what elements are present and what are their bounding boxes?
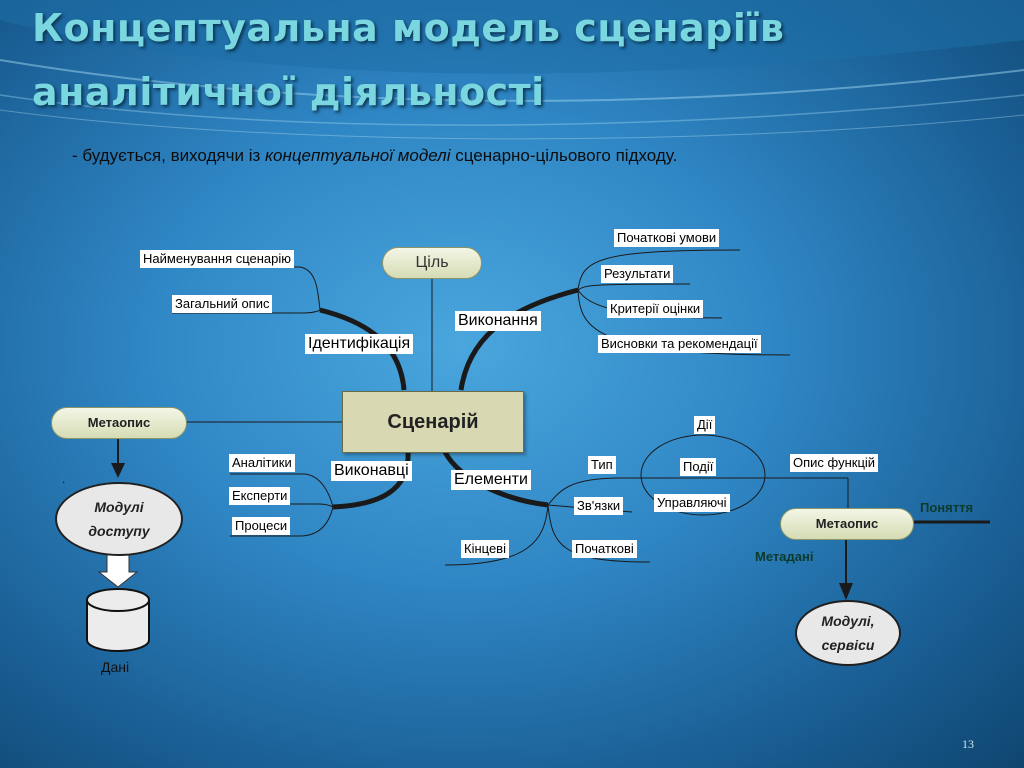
label-concepts: Поняття bbox=[920, 500, 974, 515]
label-processes: Процеси bbox=[232, 517, 291, 535]
label-initial: Початкові bbox=[572, 540, 637, 558]
modules-services-node: Модулі, сервіси bbox=[795, 600, 901, 666]
label-scenario-name: Найменування сценарію bbox=[140, 250, 295, 268]
type-values-group bbox=[640, 434, 766, 516]
branch-execution-label: Виконання bbox=[455, 311, 541, 331]
hollow-arrow-down bbox=[97, 554, 139, 588]
metaopys-right-node: Метаопис bbox=[780, 508, 914, 540]
slide-subtitle: - будується, виходячи із концептуальної … bbox=[72, 146, 678, 165]
goal-node: Ціль bbox=[382, 247, 482, 279]
branch-elements-label: Елементи bbox=[451, 470, 531, 490]
header-wave-decoration bbox=[0, 0, 1024, 140]
slide-title-line2: аналітичної діяльності bbox=[32, 70, 545, 114]
label-links: Зв'язки bbox=[574, 497, 624, 515]
label-conclusions: Висновки та рекомендації bbox=[598, 335, 761, 353]
branch-performers-label: Виконавці bbox=[331, 461, 412, 481]
label-experts: Експерти bbox=[229, 487, 291, 505]
label-controlling: Управляючі bbox=[654, 494, 730, 512]
label-analysts: Аналітики bbox=[229, 454, 295, 472]
scenario-center-node: Сценарій bbox=[342, 391, 524, 453]
stray-dot: . bbox=[62, 472, 66, 486]
label-results: Результати bbox=[601, 265, 674, 283]
metaopys-left-node: Метаопис bbox=[51, 407, 187, 439]
branch-execution-line bbox=[458, 287, 579, 391]
page-number: 13 bbox=[962, 737, 974, 751]
arrow-down-right-head bbox=[839, 583, 853, 600]
label-initial-conditions: Початкові умови bbox=[614, 229, 720, 247]
modules-access-node: Модулі доступу bbox=[55, 482, 183, 556]
label-evaluation-criteria: Критерії оцінки bbox=[607, 300, 704, 318]
arrow-down-left-head bbox=[111, 463, 125, 478]
slide-title-line1: Концептуальна модель сценаріїв bbox=[32, 6, 785, 50]
label-general-description: Загальний опис bbox=[172, 295, 273, 313]
label-type: Тип bbox=[588, 456, 616, 474]
label-actions: Дії bbox=[694, 416, 716, 434]
label-metadata: Метадані bbox=[755, 549, 814, 564]
database-icon bbox=[86, 588, 150, 652]
label-data: Дані bbox=[101, 659, 130, 675]
branch-identification-label: Ідентифікація bbox=[305, 334, 414, 354]
label-function-description: Опис функцій bbox=[790, 454, 879, 472]
label-events: Події bbox=[680, 458, 717, 476]
label-final: Кінцеві bbox=[461, 540, 509, 558]
